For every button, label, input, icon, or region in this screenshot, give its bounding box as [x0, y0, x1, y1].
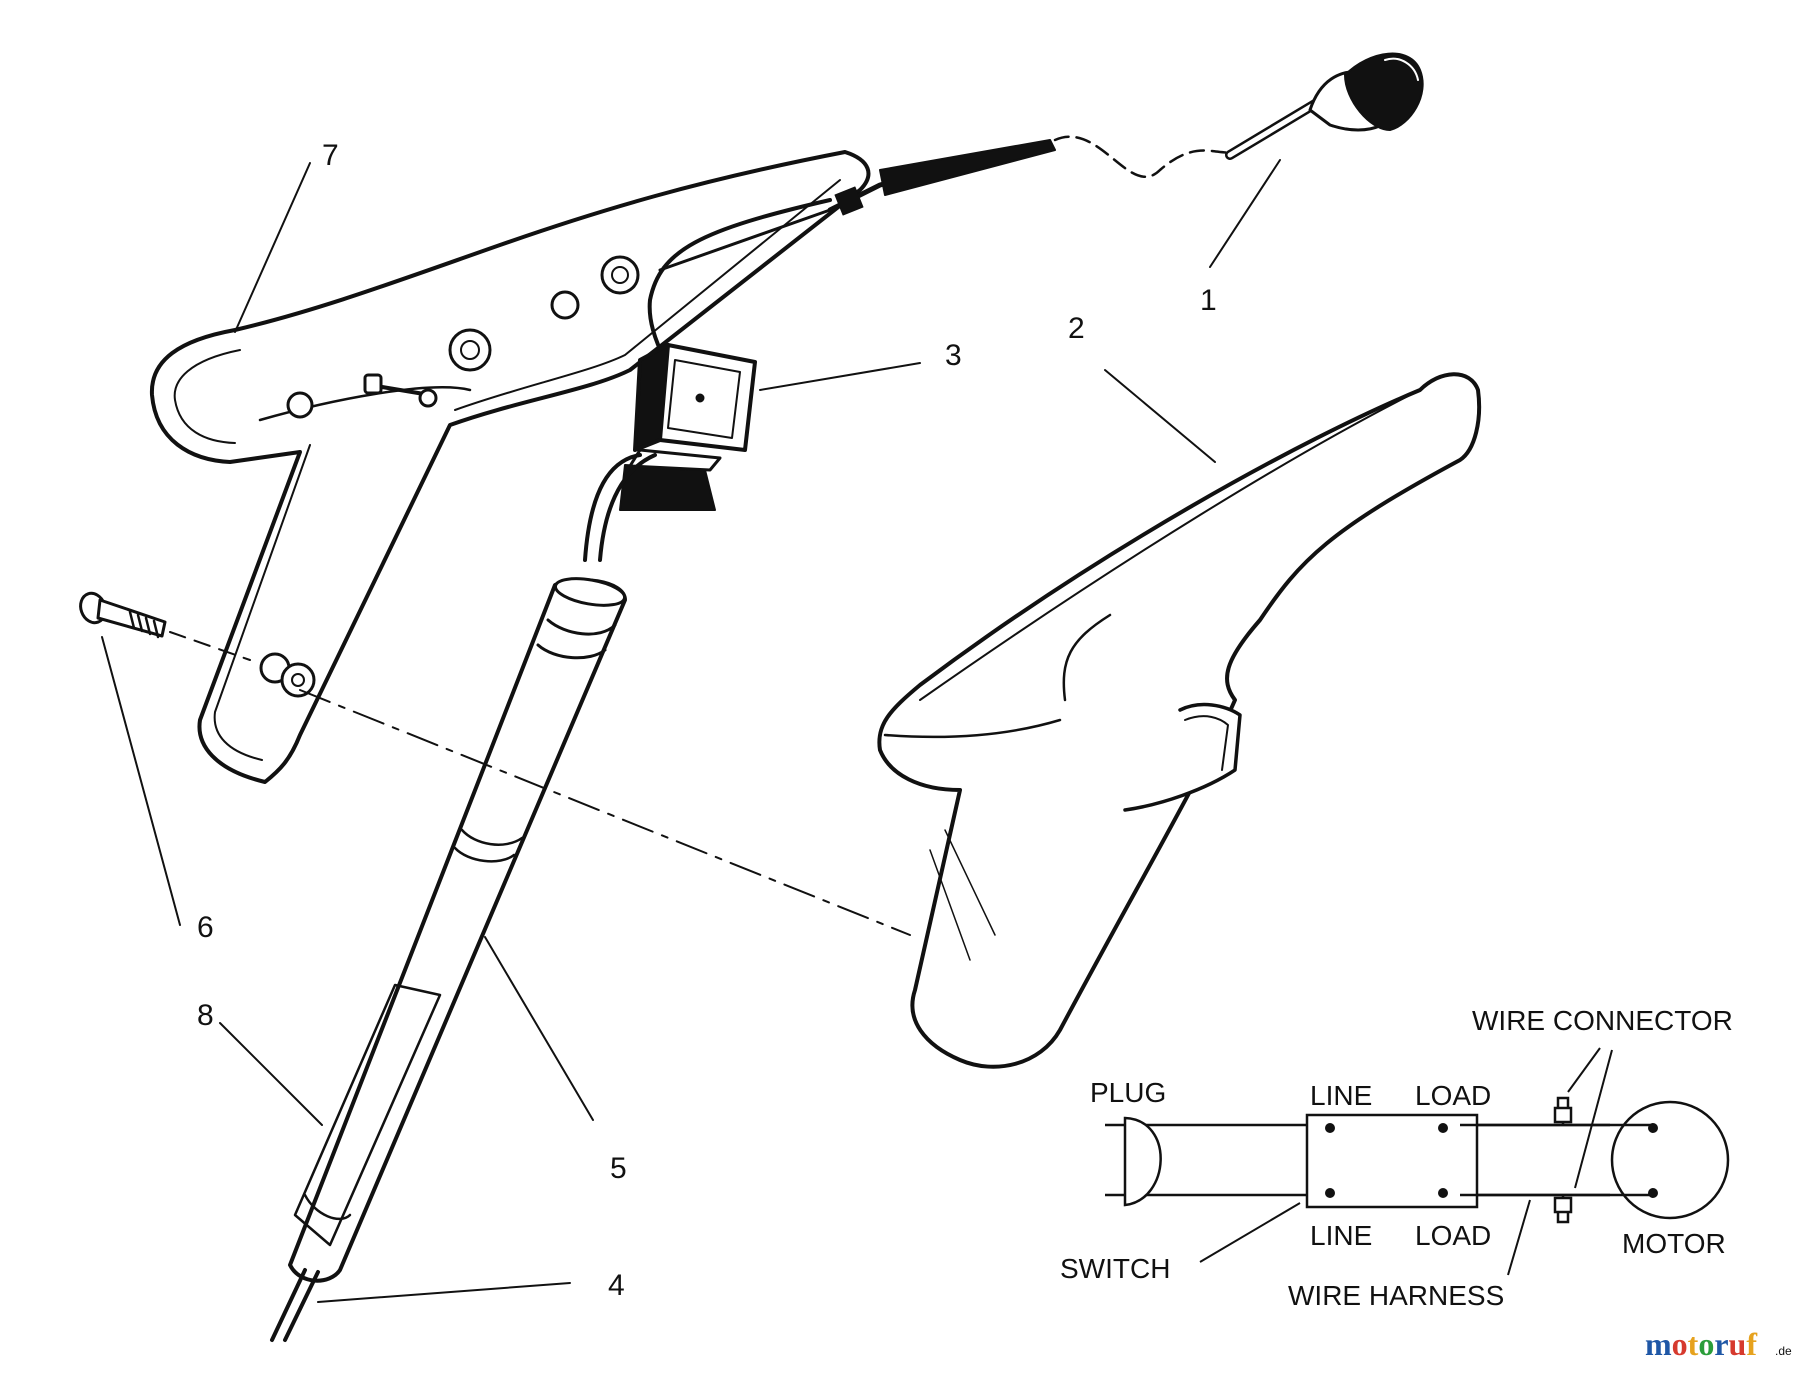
wiring-schematic: PLUG LINE LOAD LINE LOAD WIRE CONNECTOR … — [1060, 1005, 1733, 1311]
schematic-label-wire-connector: WIRE CONNECTOR — [1472, 1005, 1733, 1036]
callout-6: 6 — [197, 911, 214, 944]
callout-4: 4 — [608, 1269, 625, 1302]
schematic-label-wire-harness: WIRE HARNESS — [1288, 1280, 1504, 1311]
schematic-label-load-bottom: LOAD — [1415, 1220, 1491, 1251]
callout-leaders — [101, 159, 1281, 1303]
watermark-suffix: .de — [1775, 1344, 1792, 1358]
callout-1: 1 — [1200, 284, 1217, 317]
schematic-plug-symbol — [1123, 1116, 1162, 1207]
callout-8: 8 — [197, 999, 214, 1032]
watermark-logo: motoruf .de — [1645, 1326, 1792, 1362]
schematic-label-switch: SWITCH — [1060, 1253, 1170, 1284]
switch-block — [583, 343, 757, 562]
schematic-label-line-top: LINE — [1310, 1080, 1372, 1111]
schematic-motor-symbol — [1610, 1100, 1730, 1220]
alignment-line — [299, 689, 911, 936]
schematic-label-line-bottom: LINE — [1310, 1220, 1372, 1251]
callout-5: 5 — [610, 1152, 627, 1185]
screw — [79, 591, 251, 661]
power-cord-internal — [647, 135, 1242, 362]
handle-tube — [288, 577, 627, 1283]
callout-labels: 1 2 3 4 5 6 7 8 — [197, 139, 1217, 1302]
schematic-label-motor: MOTOR — [1622, 1228, 1726, 1259]
schematic-label-plug: PLUG — [1090, 1077, 1166, 1108]
power-cord-exit — [270, 1268, 320, 1342]
callout-7: 7 — [322, 139, 339, 172]
watermark-brand: motoruf — [1645, 1326, 1757, 1362]
callout-2: 2 — [1068, 312, 1085, 345]
schematic-switch-box — [1305, 1113, 1479, 1209]
callout-3: 3 — [945, 339, 962, 372]
schematic-label-load-top: LOAD — [1415, 1080, 1491, 1111]
cord-plug-boot — [1225, 52, 1424, 160]
wire-connector-bottom — [1553, 1195, 1573, 1224]
handle-right-half — [877, 372, 1482, 1069]
wire-connector-top — [1553, 1096, 1573, 1125]
handle-left-half — [149, 150, 871, 784]
